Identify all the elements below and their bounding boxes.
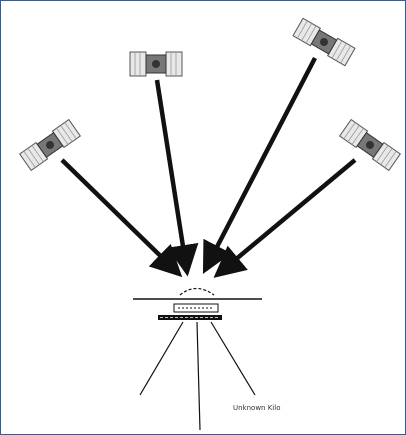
signal-arrow <box>213 158 357 278</box>
receiver-antenna <box>133 287 262 320</box>
satellite-icon <box>18 118 82 172</box>
receiver-caption: Unknown Kilo <box>233 404 281 412</box>
satellite-icon <box>129 51 183 77</box>
signal-arrow <box>154 79 199 277</box>
ground-line <box>196 321 201 431</box>
signal-arrow <box>60 158 183 278</box>
signal-arrow <box>202 56 317 274</box>
satellite-icon <box>292 17 356 67</box>
ground-line <box>210 321 256 396</box>
satellite-icon <box>338 118 402 172</box>
ground-line <box>139 321 184 396</box>
